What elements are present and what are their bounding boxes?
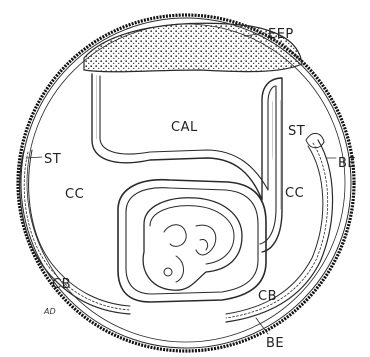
label-be-bottom: BE xyxy=(266,336,284,351)
artist-signature: AD xyxy=(43,307,56,316)
label-cc-right: CC xyxy=(285,186,304,201)
label-cb-left: CB xyxy=(52,277,71,292)
label-st-right: ST xyxy=(288,124,305,139)
label-be-right: BE xyxy=(338,156,356,171)
label-cc-left: CC xyxy=(65,187,84,202)
label-cal: CAL xyxy=(171,120,198,135)
label-cb-bottom: CB xyxy=(258,289,277,304)
label-st-left: ST xyxy=(44,152,61,167)
label-eep: EEP xyxy=(268,27,294,42)
